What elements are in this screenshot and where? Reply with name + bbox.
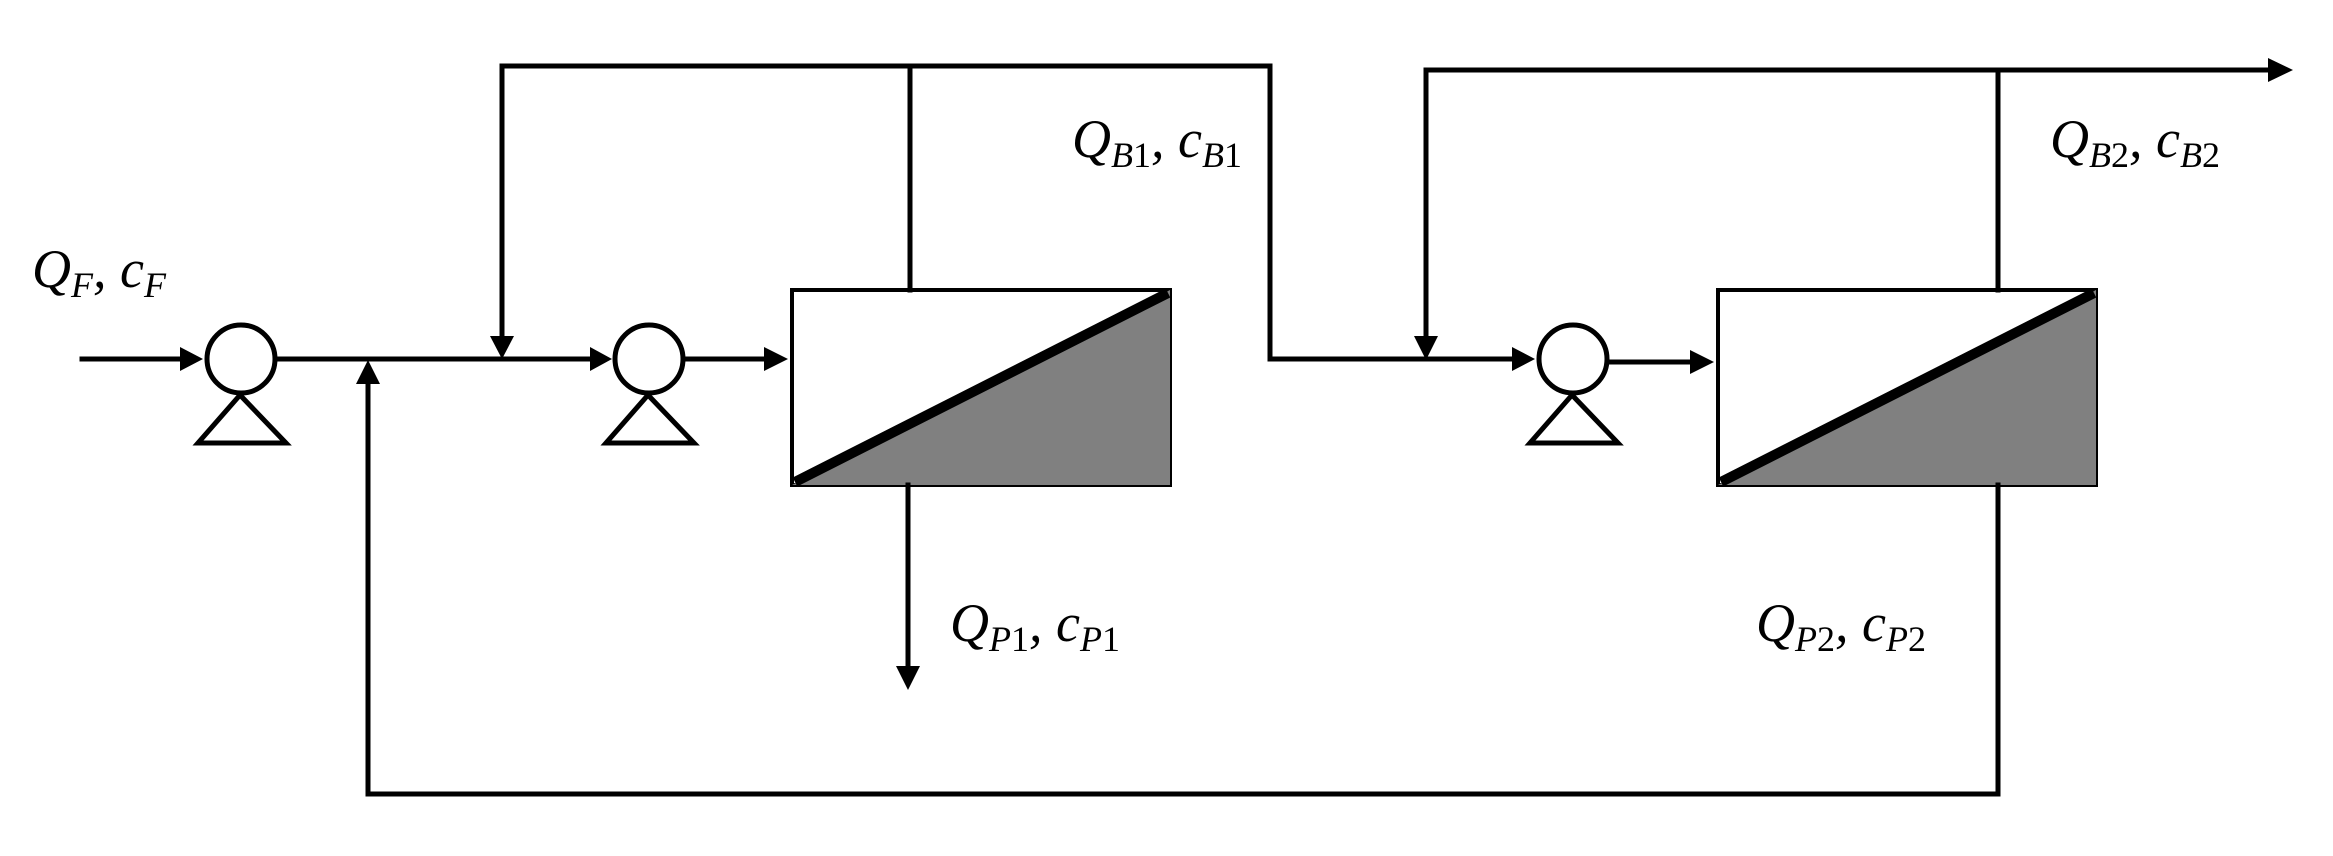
brine-2-conc-symbol: c	[2156, 109, 2180, 169]
brine-2-label: QB2, cB2	[2050, 112, 2220, 173]
brine-2-flow-subscript: B	[2089, 135, 2111, 175]
permeate-1-conc-subscript: P	[1079, 619, 1102, 659]
permeate-1-flow-symbol: Q	[950, 593, 989, 653]
main-line-to-pump-2	[272, 347, 612, 371]
permeate-2-conc-subscript: P	[1885, 619, 1908, 659]
brine-1-conc-subscript: B	[1201, 135, 1224, 175]
pump-2-icon	[600, 322, 700, 446]
permeate-1-conc-symbol: c	[1056, 593, 1080, 653]
brine-1-flow-index: 1	[1133, 135, 1151, 175]
membrane-module-2-icon	[1716, 288, 2098, 487]
permeate-1-label: QP1, cP1	[950, 596, 1120, 657]
brine-2-conc-index: 2	[2201, 135, 2220, 175]
line-to-module-1	[680, 347, 788, 371]
brine-1-separator: ,	[1151, 109, 1178, 169]
feed-flow-symbol: Q	[32, 239, 71, 299]
brine-1-recycle-line	[490, 63, 1273, 359]
permeate-1-flow-index: 1	[1011, 619, 1029, 659]
brine-1-to-stage-2-line	[1267, 63, 1535, 371]
permeate-2-flow-subscript: P	[1795, 619, 1817, 659]
brine-2-flow-index: 2	[2111, 135, 2129, 175]
brine-2-flow-symbol: Q	[2050, 109, 2089, 169]
permeate-2-separator: ,	[1835, 593, 1862, 653]
brine-2-separator: ,	[2129, 109, 2156, 169]
permeate-2-conc-symbol: c	[1862, 593, 1886, 653]
feed-conc-symbol: c	[120, 239, 144, 299]
brine-1-flow-subscript: B	[1111, 135, 1133, 175]
permeate-2-flow-symbol: Q	[1756, 593, 1795, 653]
brine-1-flow-symbol: Q	[1072, 109, 1111, 169]
brine-1-label: QB1, cB1	[1072, 112, 1242, 173]
permeate-2-label: QP2, cP2	[1756, 596, 1926, 657]
permeate-1-flow-subscript: P	[989, 619, 1011, 659]
permeate-2-conc-index: 2	[1907, 619, 1926, 659]
feed-separator: ,	[93, 239, 120, 299]
permeate-1-outlet-line	[896, 482, 920, 690]
pump-1-icon	[192, 322, 292, 446]
brine-2-line	[1414, 58, 2293, 360]
permeate-2-flow-index: 2	[1817, 619, 1835, 659]
brine-1-conc-index: 1	[1223, 135, 1242, 175]
permeate-1-conc-index: 1	[1101, 619, 1120, 659]
feed-label: QF, cF	[32, 242, 166, 303]
feed-inlet-line	[79, 347, 203, 371]
brine-2-conc-subscript: B	[2179, 135, 2202, 175]
pump-3-icon	[1524, 322, 1624, 446]
line-to-module-2	[1604, 350, 1714, 374]
brine-1-conc-symbol: c	[1178, 109, 1202, 169]
feed-conc-subscript: F	[143, 265, 166, 305]
permeate-1-separator: ,	[1029, 593, 1056, 653]
feed-flow-subscript: F	[71, 265, 93, 305]
membrane-module-1-icon	[790, 288, 1172, 487]
permeate-2-recycle-line	[356, 360, 2001, 797]
